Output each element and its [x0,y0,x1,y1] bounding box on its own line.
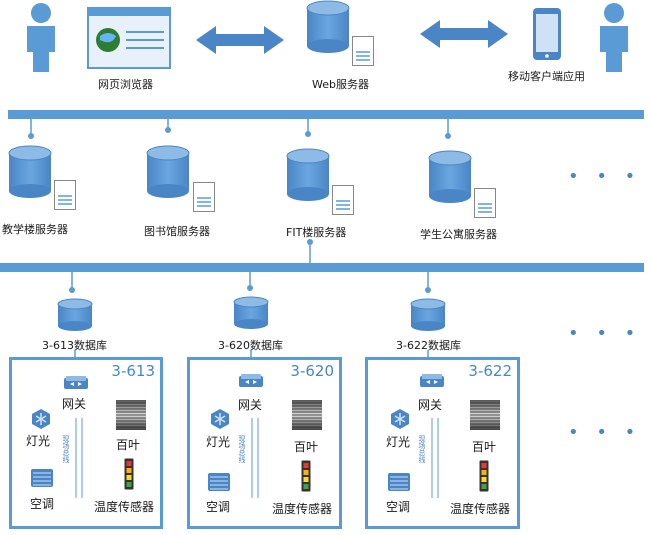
gateway-icon [419,373,445,389]
temperature-sensor-icon [124,458,134,490]
blinds-icon [470,400,500,430]
gateway-label: 网关 [62,397,87,411]
mobile-phone-icon [533,8,561,60]
dorm-server-doc-icon [474,188,496,218]
dorm-server-icon [428,150,472,204]
light-icon [30,408,52,430]
gateway-icon [63,375,89,391]
temperature-sensor-label: 温度传感器 [272,502,333,516]
library-server-label: 图书馆服务器 [144,225,210,238]
dorm-server-label: 学生公寓服务器 [420,228,497,241]
more-databases-ellipsis: • • • [568,323,642,344]
network-bus-top [8,110,644,119]
aircon-label: 空调 [206,500,231,514]
browser-label: 网页浏览器 [98,78,153,91]
db-3-620-label: 3-620数据库 [218,339,283,352]
aircon-icon [387,472,411,492]
teaching-server-icon [8,145,52,199]
field-bus-label: 现场总线 [238,435,246,463]
blinds-label: 百叶 [116,438,141,452]
field-bus-line [251,418,259,498]
db-3-613-label: 3-613数据库 [42,339,107,352]
library-server-icon [146,145,190,199]
fit-server-icon [286,148,330,202]
more-rooms-ellipsis: • • • [568,422,642,443]
web-server-doc-icon [352,36,374,66]
temperature-sensor-icon [479,460,489,492]
browser-webserver-arrow [196,26,284,54]
gateway-icon [238,373,264,389]
field-bus-line [75,418,83,498]
light-label: 灯光 [386,435,411,449]
browser-window-icon [87,7,171,69]
web-server-label: Web服务器 [312,78,369,91]
field-bus-label: 现场总线 [62,435,70,463]
room-number: 3-613 [111,362,155,380]
blinds-label: 百叶 [472,440,497,454]
gateway-label: 网关 [418,398,443,412]
blinds-icon [292,400,322,430]
temperature-sensor-label: 温度传感器 [450,502,511,516]
db-3-622-icon [410,298,446,332]
web-server-database-icon [306,0,350,54]
db-3-613-icon [57,298,93,332]
light-label: 灯光 [26,434,51,448]
db-3-620-icon [233,296,269,330]
webserver-mobile-arrow [420,20,508,48]
temperature-sensor-label: 温度传感器 [94,500,155,514]
blinds-label: 百叶 [294,440,319,454]
field-bus-line [431,418,439,498]
mobile-client-label: 移动客户端应用 [508,70,585,83]
blinds-icon [116,400,146,430]
light-label: 灯光 [206,435,231,449]
aircon-icon [30,468,54,488]
teaching-server-doc-icon [54,180,76,210]
db-3-622-label: 3-622数据库 [396,339,461,352]
aircon-label: 空调 [30,497,55,511]
library-server-doc-icon [193,182,215,212]
more-servers-ellipsis: • • • [568,166,642,187]
gateway-label: 网关 [238,398,263,412]
fit-server-label: FIT楼服务器 [286,226,347,239]
teaching-server-label: 教学楼服务器 [2,223,68,236]
mobile-user-person-icon [600,3,628,72]
fit-server-doc-icon [332,185,354,215]
room-number: 3-620 [290,362,334,380]
aircon-icon [207,472,231,492]
room-number: 3-622 [468,362,512,380]
light-icon [389,408,411,430]
room-3-620: 3-620 网关 灯光 百叶 现场总线 空调 温度传感器 [187,357,342,529]
room-3-622: 3-622 网关 灯光 百叶 现场总线 空调 温度传感器 [365,357,520,529]
field-bus-label: 现场总线 [418,435,426,463]
user-person-icon [27,3,55,72]
temperature-sensor-icon [301,460,311,492]
light-icon [209,408,231,430]
network-bus-bottom [0,263,644,272]
aircon-label: 空调 [386,500,411,514]
room-3-613: 3-613 网关 灯光 百叶 现场总线 空调 温度传感器 [9,357,163,529]
